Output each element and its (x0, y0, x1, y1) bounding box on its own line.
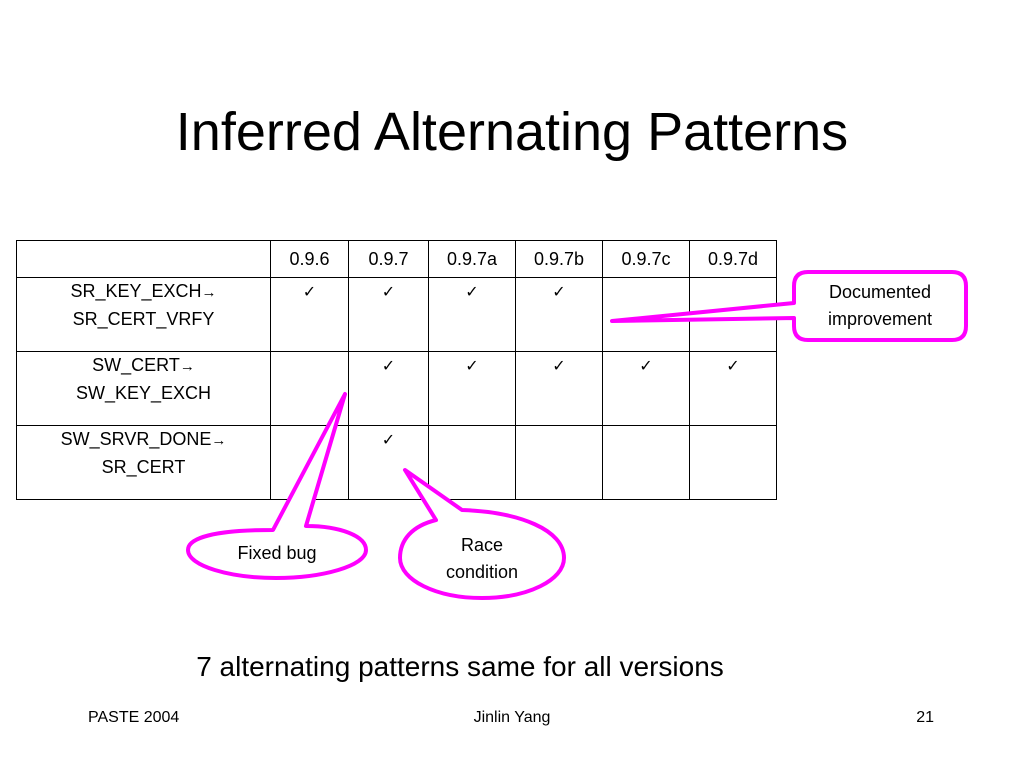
checkmark-icon: ✓ (381, 356, 396, 375)
table-row: SR_KEY_EXCH→ SR_CERT_VRFY ✓ ✓ ✓ ✓ (16, 277, 777, 352)
callout-race-condition: Race condition (402, 522, 562, 596)
row-label: SR_KEY_EXCH→ SR_CERT_VRFY (16, 277, 271, 352)
checkmark-icon: ✓ (465, 282, 479, 301)
row-label: SW_SRVR_DONE→ SR_CERT (16, 425, 271, 500)
table-cell (428, 425, 516, 500)
table-cell: ✓ (689, 351, 777, 426)
header-cell-0-9-7c: 0.9.7c (602, 240, 690, 278)
table-row: SW_CERT→ SW_KEY_EXCH ✓ ✓ ✓ ✓ ✓ (16, 351, 777, 426)
callout-documented-line2: improvement (827, 309, 933, 329)
callout-documented-line1: Documented (828, 282, 932, 302)
table-cell: ✓ (602, 351, 690, 426)
summary-text: 7 alternating patterns same for all vers… (196, 651, 724, 682)
header-cell-0-9-7a: 0.9.7a (428, 240, 516, 278)
version-pattern-table: 0.9.6 0.9.7 0.9.7a 0.9.7b 0.9.7c 0.9.7d … (16, 240, 777, 500)
table-cell: ✓ (428, 351, 516, 426)
row-label-line1: SW_CERT (92, 355, 180, 375)
row-label-line2: SW_KEY_EXCH (75, 383, 212, 403)
table-cell: ✓ (348, 351, 429, 426)
callout-race-line1: Race (460, 535, 504, 555)
slide-title: Inferred Alternating Patterns (175, 102, 849, 162)
row-label-line1: SW_SRVR_DONE (60, 429, 212, 449)
row-label-line1: SR_KEY_EXCH (70, 281, 202, 301)
row-label-line2: SR_CERT_VRFY (72, 309, 215, 329)
checkmark-icon: ✓ (552, 356, 566, 375)
callout-documented-improvement: Documented improvement (794, 272, 966, 340)
table-cell: ✓ (428, 277, 516, 352)
callout-documented-shape (610, 270, 968, 342)
header-cell-empty (16, 240, 271, 278)
table-cell (689, 425, 777, 500)
callout-fixed-bug-text: Fixed bug (237, 542, 317, 563)
checkmark-icon: ✓ (552, 282, 566, 301)
footer-center: Jinlin Yang (473, 709, 551, 726)
row-label-line2: SR_CERT (101, 457, 186, 477)
arrow-icon: → (179, 358, 195, 375)
checkmark-icon: ✓ (381, 282, 396, 301)
table-cell (602, 425, 690, 500)
footer-page-number: 21 (916, 709, 934, 726)
checkmark-icon: ✓ (381, 430, 396, 449)
callout-race-line2: condition (445, 562, 519, 582)
row-label: SW_CERT→ SW_KEY_EXCH (16, 351, 271, 426)
header-cell-0-9-6: 0.9.6 (270, 240, 349, 278)
checkmark-icon: ✓ (465, 356, 479, 375)
table-row: SW_SRVR_DONE→ SR_CERT ✓ (16, 425, 777, 500)
arrow-icon: → (201, 284, 217, 301)
checkmark-icon: ✓ (302, 282, 317, 301)
callout-fixed-bug: Fixed bug (190, 530, 364, 576)
table-cell: ✓ (515, 277, 603, 352)
table-cell (515, 425, 603, 500)
table-header-row: 0.9.6 0.9.7 0.9.7a 0.9.7b 0.9.7c 0.9.7d (16, 240, 777, 278)
callout-fixed-bug-shape (186, 392, 368, 580)
table-cell: ✓ (348, 277, 429, 352)
header-cell-0-9-7d: 0.9.7d (689, 240, 777, 278)
callout-race-shape (398, 468, 566, 600)
checkmark-icon: ✓ (726, 356, 740, 375)
arrow-icon: → (211, 432, 227, 449)
checkmark-icon: ✓ (639, 356, 653, 375)
footer-left: PASTE 2004 (88, 709, 180, 726)
